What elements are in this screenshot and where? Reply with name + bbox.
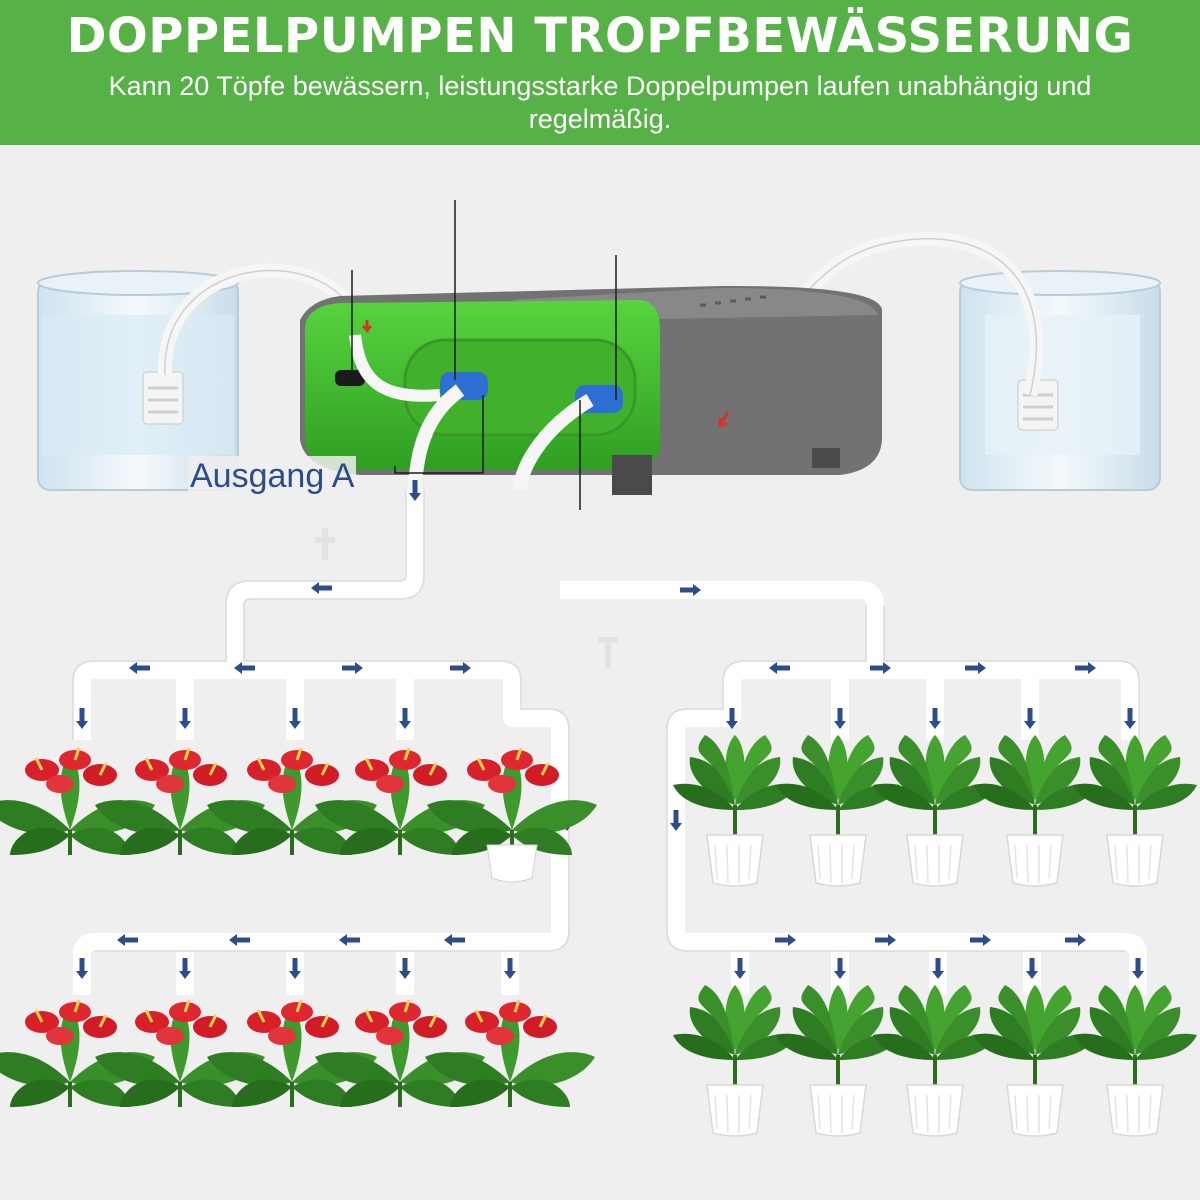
pump-device-icon [300,285,882,495]
output-a-label: Ausgang A [188,456,357,496]
left-top-anthurium-row [0,746,599,883]
right-bottom-potted-plant-row [671,983,1199,1138]
left-water-reservoir-icon [37,270,239,491]
header-banner: DOPPELPUMPEN TROPFBEWÄSSERUNG Kann 20 Tö… [0,0,1200,145]
usb-port-icon [335,370,365,386]
right-water-reservoir-icon [959,270,1161,491]
left-pipe-outline [72,490,570,952]
banner-title: DOPPELPUMPEN TROPFBEWÄSSERUNG [66,8,1134,64]
flow-arrow-icons [76,480,1144,979]
banner-subtitle: Kann 20 Töpfe bewässern, leistungsstarke… [108,71,1092,134]
left-pipe-network [73,490,569,995]
right-top-potted-plant-row [671,733,1199,888]
left-bottom-anthurium-row [0,998,597,1109]
